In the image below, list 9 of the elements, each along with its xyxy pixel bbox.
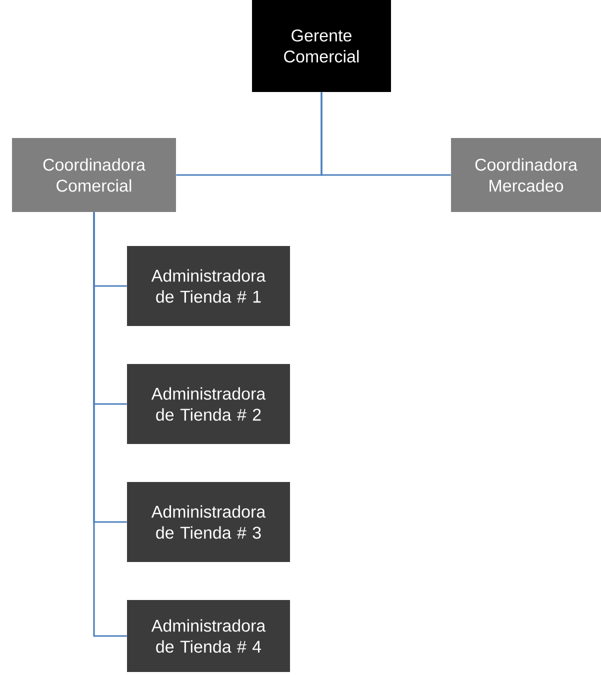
store-admin-box: Administradora de Tienda # 3 [127, 482, 290, 562]
manager-box: Gerente Comercial [252, 0, 391, 92]
coordinator-box: Coordinadora Comercial [12, 138, 176, 212]
store-admin-box: Administradora de Tienda # 4 [127, 600, 290, 672]
store-admin-box: Administradora de Tienda # 2 [127, 364, 290, 444]
coordinator-box: Coordinadora Mercadeo [451, 138, 601, 212]
connector-line [320, 92, 451, 176]
store-admin-box: Administradora de Tienda # 1 [127, 246, 290, 326]
connector-line [93, 212, 127, 637]
